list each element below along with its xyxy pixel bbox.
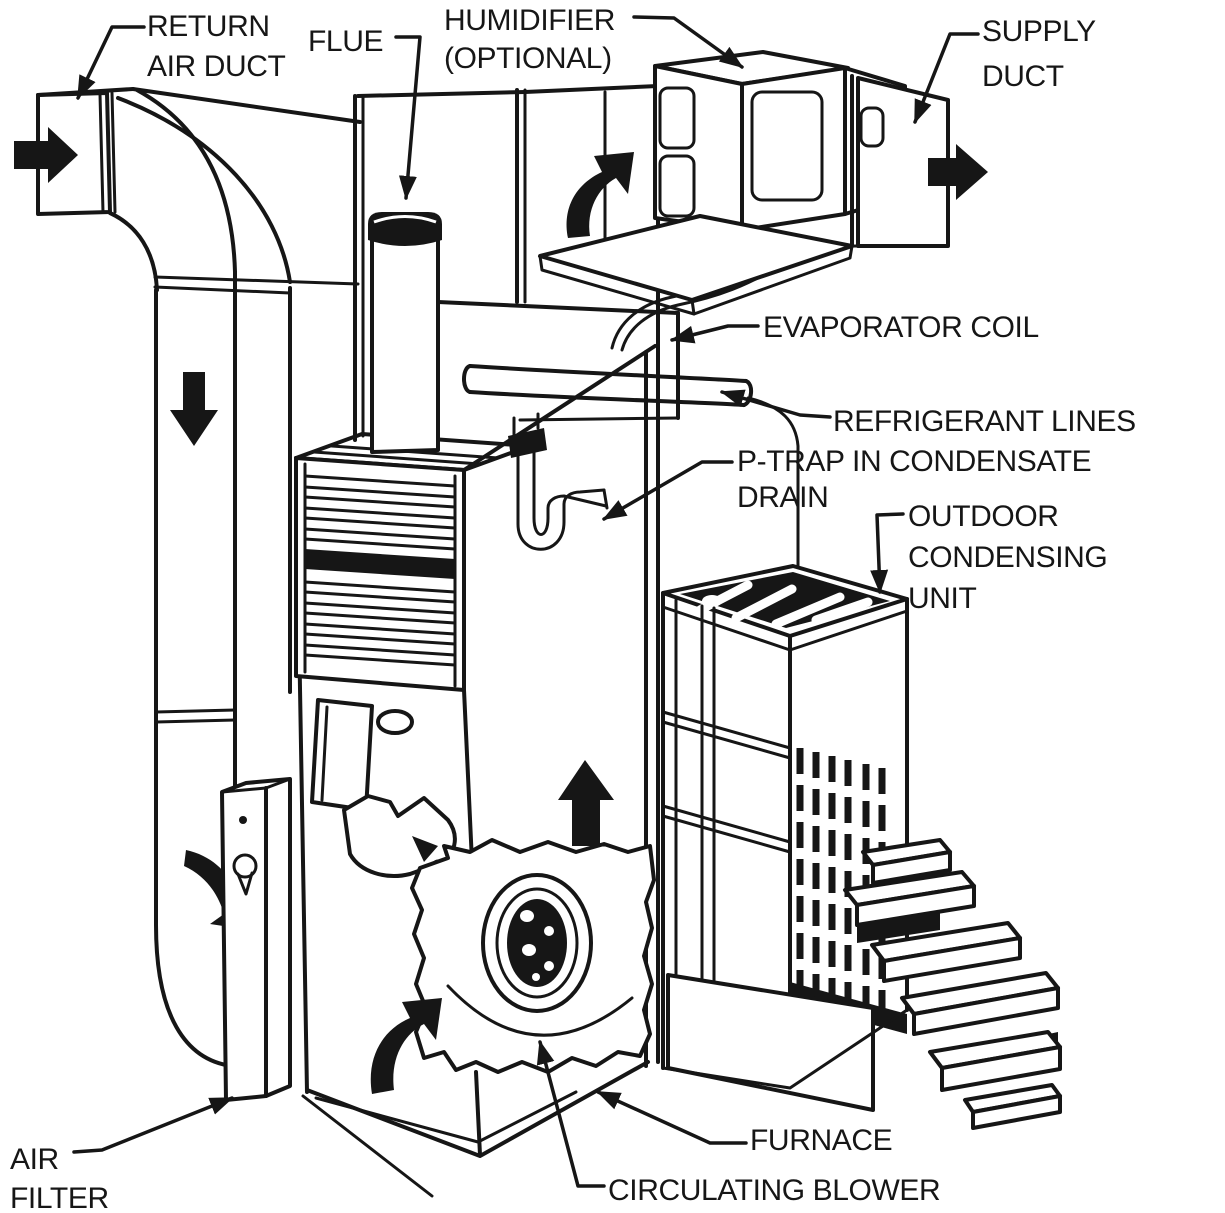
supply-outlet-arrow-icon: [928, 144, 988, 200]
label-supply-duct: SUPPLY DUCT: [982, 15, 1096, 93]
outdoor-condensing-unit-drawing: [661, 564, 909, 1112]
label-evaporator-coil: EVAPORATOR COIL: [763, 311, 1039, 344]
label-refrigerant-lines: REFRIGERANT LINES: [833, 405, 1136, 438]
circulating-blower-drawing: [370, 760, 656, 1094]
furnace-louver-panel: [294, 456, 466, 692]
humidifier-drain-pan: [538, 214, 854, 352]
air-filter-drawing: [220, 777, 292, 1102]
leader-flue: [394, 35, 422, 200]
blower-intake-arrow-icon: [370, 998, 442, 1094]
leader-air-filter: [72, 1096, 234, 1154]
label-flue: FLUE: [308, 25, 384, 58]
plenum-turn-arrow-icon: [566, 152, 634, 238]
leader-evaporator-coil: [670, 324, 760, 344]
label-humidifier: HUMIDIFIER (OPTIONAL): [444, 4, 615, 75]
leader-p-trap: [602, 460, 734, 521]
label-circulating-blower: CIRCULATING BLOWER: [608, 1174, 941, 1207]
supply-duct-drawing: [850, 74, 988, 248]
supply-air-up-arrow-icon: [558, 760, 614, 846]
label-air-filter: AIR FILTER: [10, 1143, 109, 1213]
condenser-louvers: [796, 748, 886, 1014]
return-air-inlet-arrow-icon: [14, 127, 78, 183]
label-outdoor-condensing-unit: OUTDOOR CONDENSING UNIT: [908, 500, 1108, 615]
leader-supply-duct: [913, 32, 980, 124]
condensate-p-trap: [508, 412, 609, 551]
leader-circulating-blower: [536, 1040, 606, 1188]
label-leaders: [72, 15, 980, 1188]
label-p-trap: P-TRAP IN CONDENSATE DRAIN: [737, 445, 1092, 514]
supply-plenum: [353, 84, 860, 442]
label-furnace: FURNACE: [750, 1124, 893, 1157]
flue-pipe: [368, 212, 442, 454]
leader-outdoor-condensing-unit: [870, 512, 905, 594]
burner-assembly: [310, 698, 458, 878]
leader-furnace: [596, 1090, 748, 1145]
label-return-air-duct: RETURN AIR DUCT: [147, 10, 286, 83]
return-air-down-arrow-icon: [170, 372, 218, 446]
leader-return-air-duct: [76, 25, 146, 100]
leader-refrigerant-lines: [720, 389, 832, 419]
block-stack: [843, 838, 1062, 1130]
leader-humidifier: [632, 15, 744, 69]
